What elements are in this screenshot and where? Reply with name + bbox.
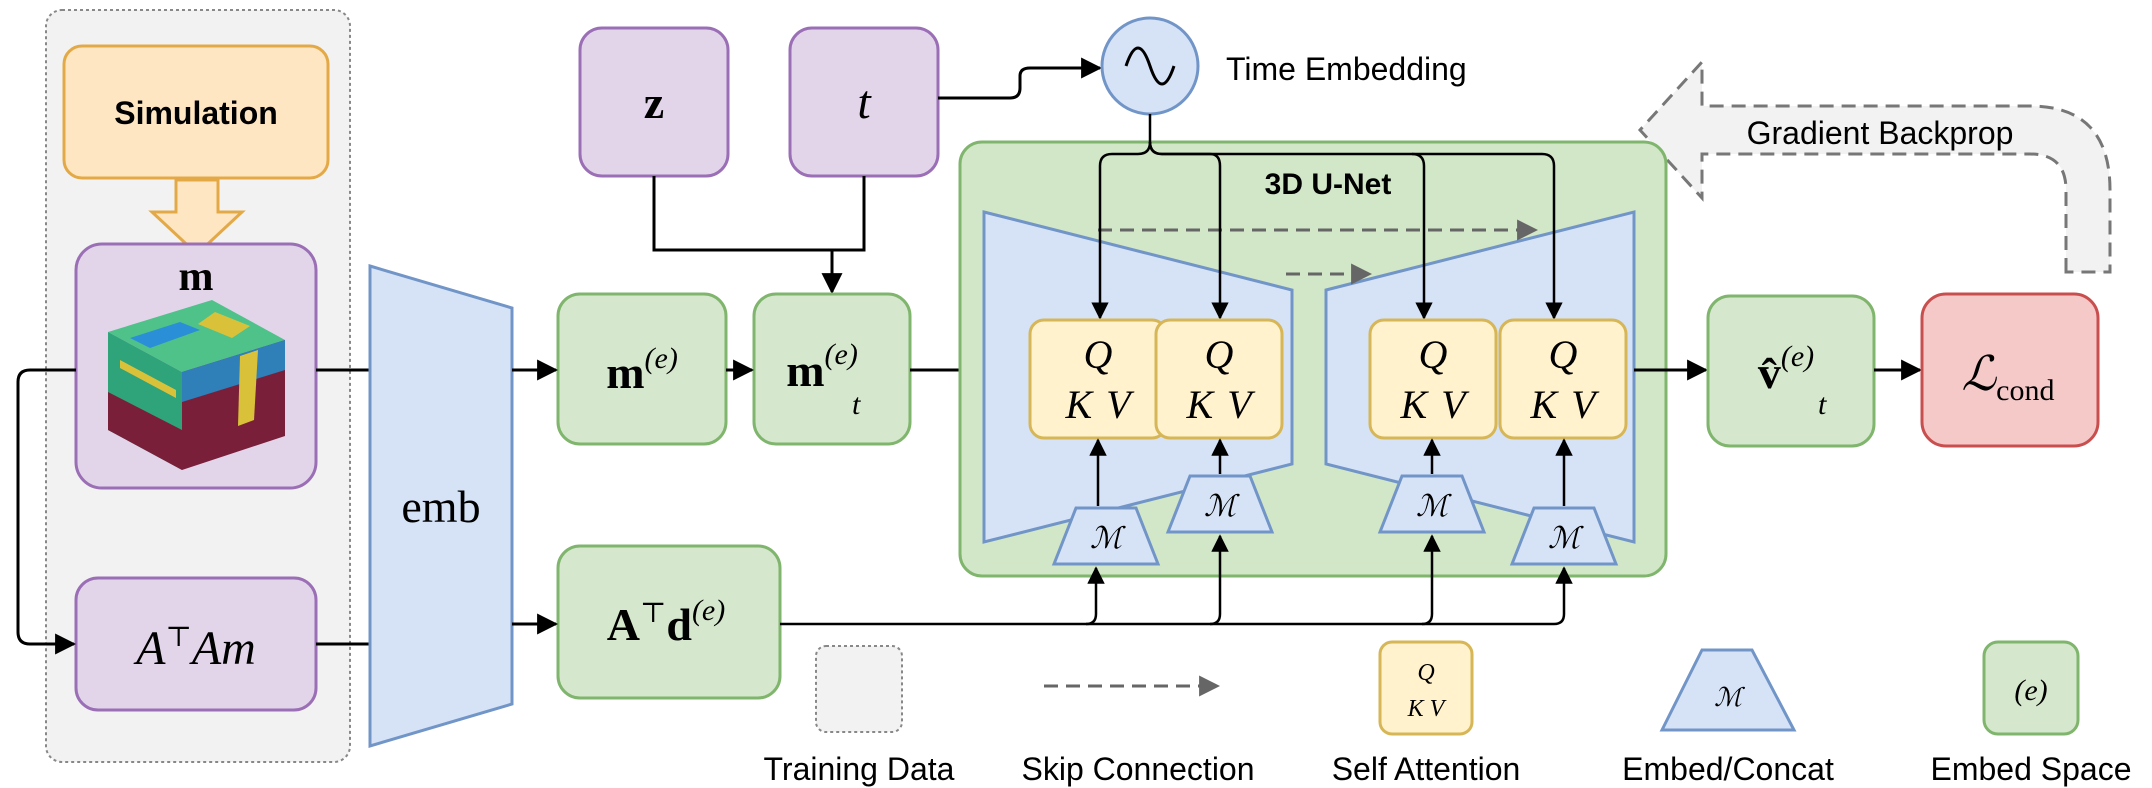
simulation-label: Simulation	[114, 95, 278, 131]
embed-concat-block-2: ℳ	[1165, 474, 1275, 534]
svg-text:Q: Q	[1549, 332, 1578, 377]
ata-m-label: A⊤Am	[133, 622, 256, 675]
legend-embed-concat-label: Embed/Concat	[1622, 751, 1834, 787]
legend-self-attention-label: Self Attention	[1332, 751, 1521, 787]
gradient-backprop-label: Gradient Backprop	[1747, 115, 2014, 151]
mt-e-subscript: t	[852, 388, 861, 421]
atd-feed-1	[1085, 566, 1105, 626]
embed-concat-block-3: ℳ	[1377, 474, 1487, 534]
legend-embed-space-swatch: (e)	[1982, 640, 2080, 736]
z-label: z	[644, 77, 664, 128]
atd-feed-3	[1421, 534, 1441, 626]
atd-feed-line	[780, 566, 1573, 626]
t-label: t	[857, 76, 872, 129]
atd-e-label: A⊤d(e)	[607, 594, 725, 650]
emb-block	[368, 263, 514, 749]
atd-feed-2	[1209, 534, 1229, 626]
svg-text:ℳ: ℳ	[1204, 490, 1240, 523]
t-to-time-embedding-arrow	[938, 57, 1103, 100]
legend-skip-connection-label: Skip Connection	[1021, 751, 1254, 787]
legend-training-data-label: Training Data	[764, 751, 955, 787]
velocity-model-image	[108, 300, 285, 470]
svg-text:(e): (e)	[2014, 674, 2047, 707]
vhat-subscript: t	[1818, 388, 1827, 421]
legend-self-attention-swatch: Q K V	[1378, 640, 1474, 736]
unet-title: 3D U-Net	[1265, 168, 1392, 201]
loss-box	[1920, 292, 2100, 448]
legend-embed-space-label: Embed Space	[1930, 751, 2131, 787]
legend-training-data-swatch	[815, 645, 903, 733]
svg-text:Q: Q	[1084, 332, 1113, 377]
simulation-box	[62, 44, 330, 180]
simulation-arrow	[148, 178, 246, 257]
embed-concat-block-1: ℳ	[1051, 506, 1161, 566]
svg-text:ℳ: ℳ	[1714, 683, 1745, 712]
sine-icon	[1124, 46, 1176, 86]
gradient-backprop-arrow	[1637, 58, 2112, 274]
svg-text:Q: Q	[1417, 660, 1434, 686]
m-to-ata-arrow	[16, 368, 77, 655]
t-merge-line	[821, 176, 866, 295]
svg-text:Q: Q	[1205, 332, 1234, 377]
m-e-label: m(e)	[606, 342, 678, 398]
svg-text:KV: KV	[1529, 382, 1600, 427]
emb-label: emb	[401, 481, 480, 532]
svg-text:Q: Q	[1419, 332, 1448, 377]
time-embedding-label: Time Embedding	[1226, 51, 1467, 87]
svg-text:K V: K V	[1407, 696, 1447, 722]
svg-text:KV: KV	[1064, 382, 1135, 427]
svg-text:KV: KV	[1185, 382, 1256, 427]
mt-e-label: m(e)	[786, 338, 858, 396]
vhat-label: v̂(e)	[1758, 340, 1814, 398]
legend-embed-concat-swatch: ℳ	[1659, 648, 1797, 732]
svg-text:ℳ: ℳ	[1548, 522, 1584, 555]
z-merge-line	[652, 176, 832, 252]
m-label: m	[179, 254, 214, 300]
time-emb-to-attn4	[1412, 152, 1563, 320]
loss-label: ℒcond	[1962, 348, 2055, 407]
svg-text:ℳ: ℳ	[1090, 522, 1126, 555]
embed-concat-block-4: ℳ	[1509, 506, 1619, 566]
svg-text:KV: KV	[1399, 382, 1470, 427]
svg-text:ℳ: ℳ	[1416, 490, 1452, 523]
